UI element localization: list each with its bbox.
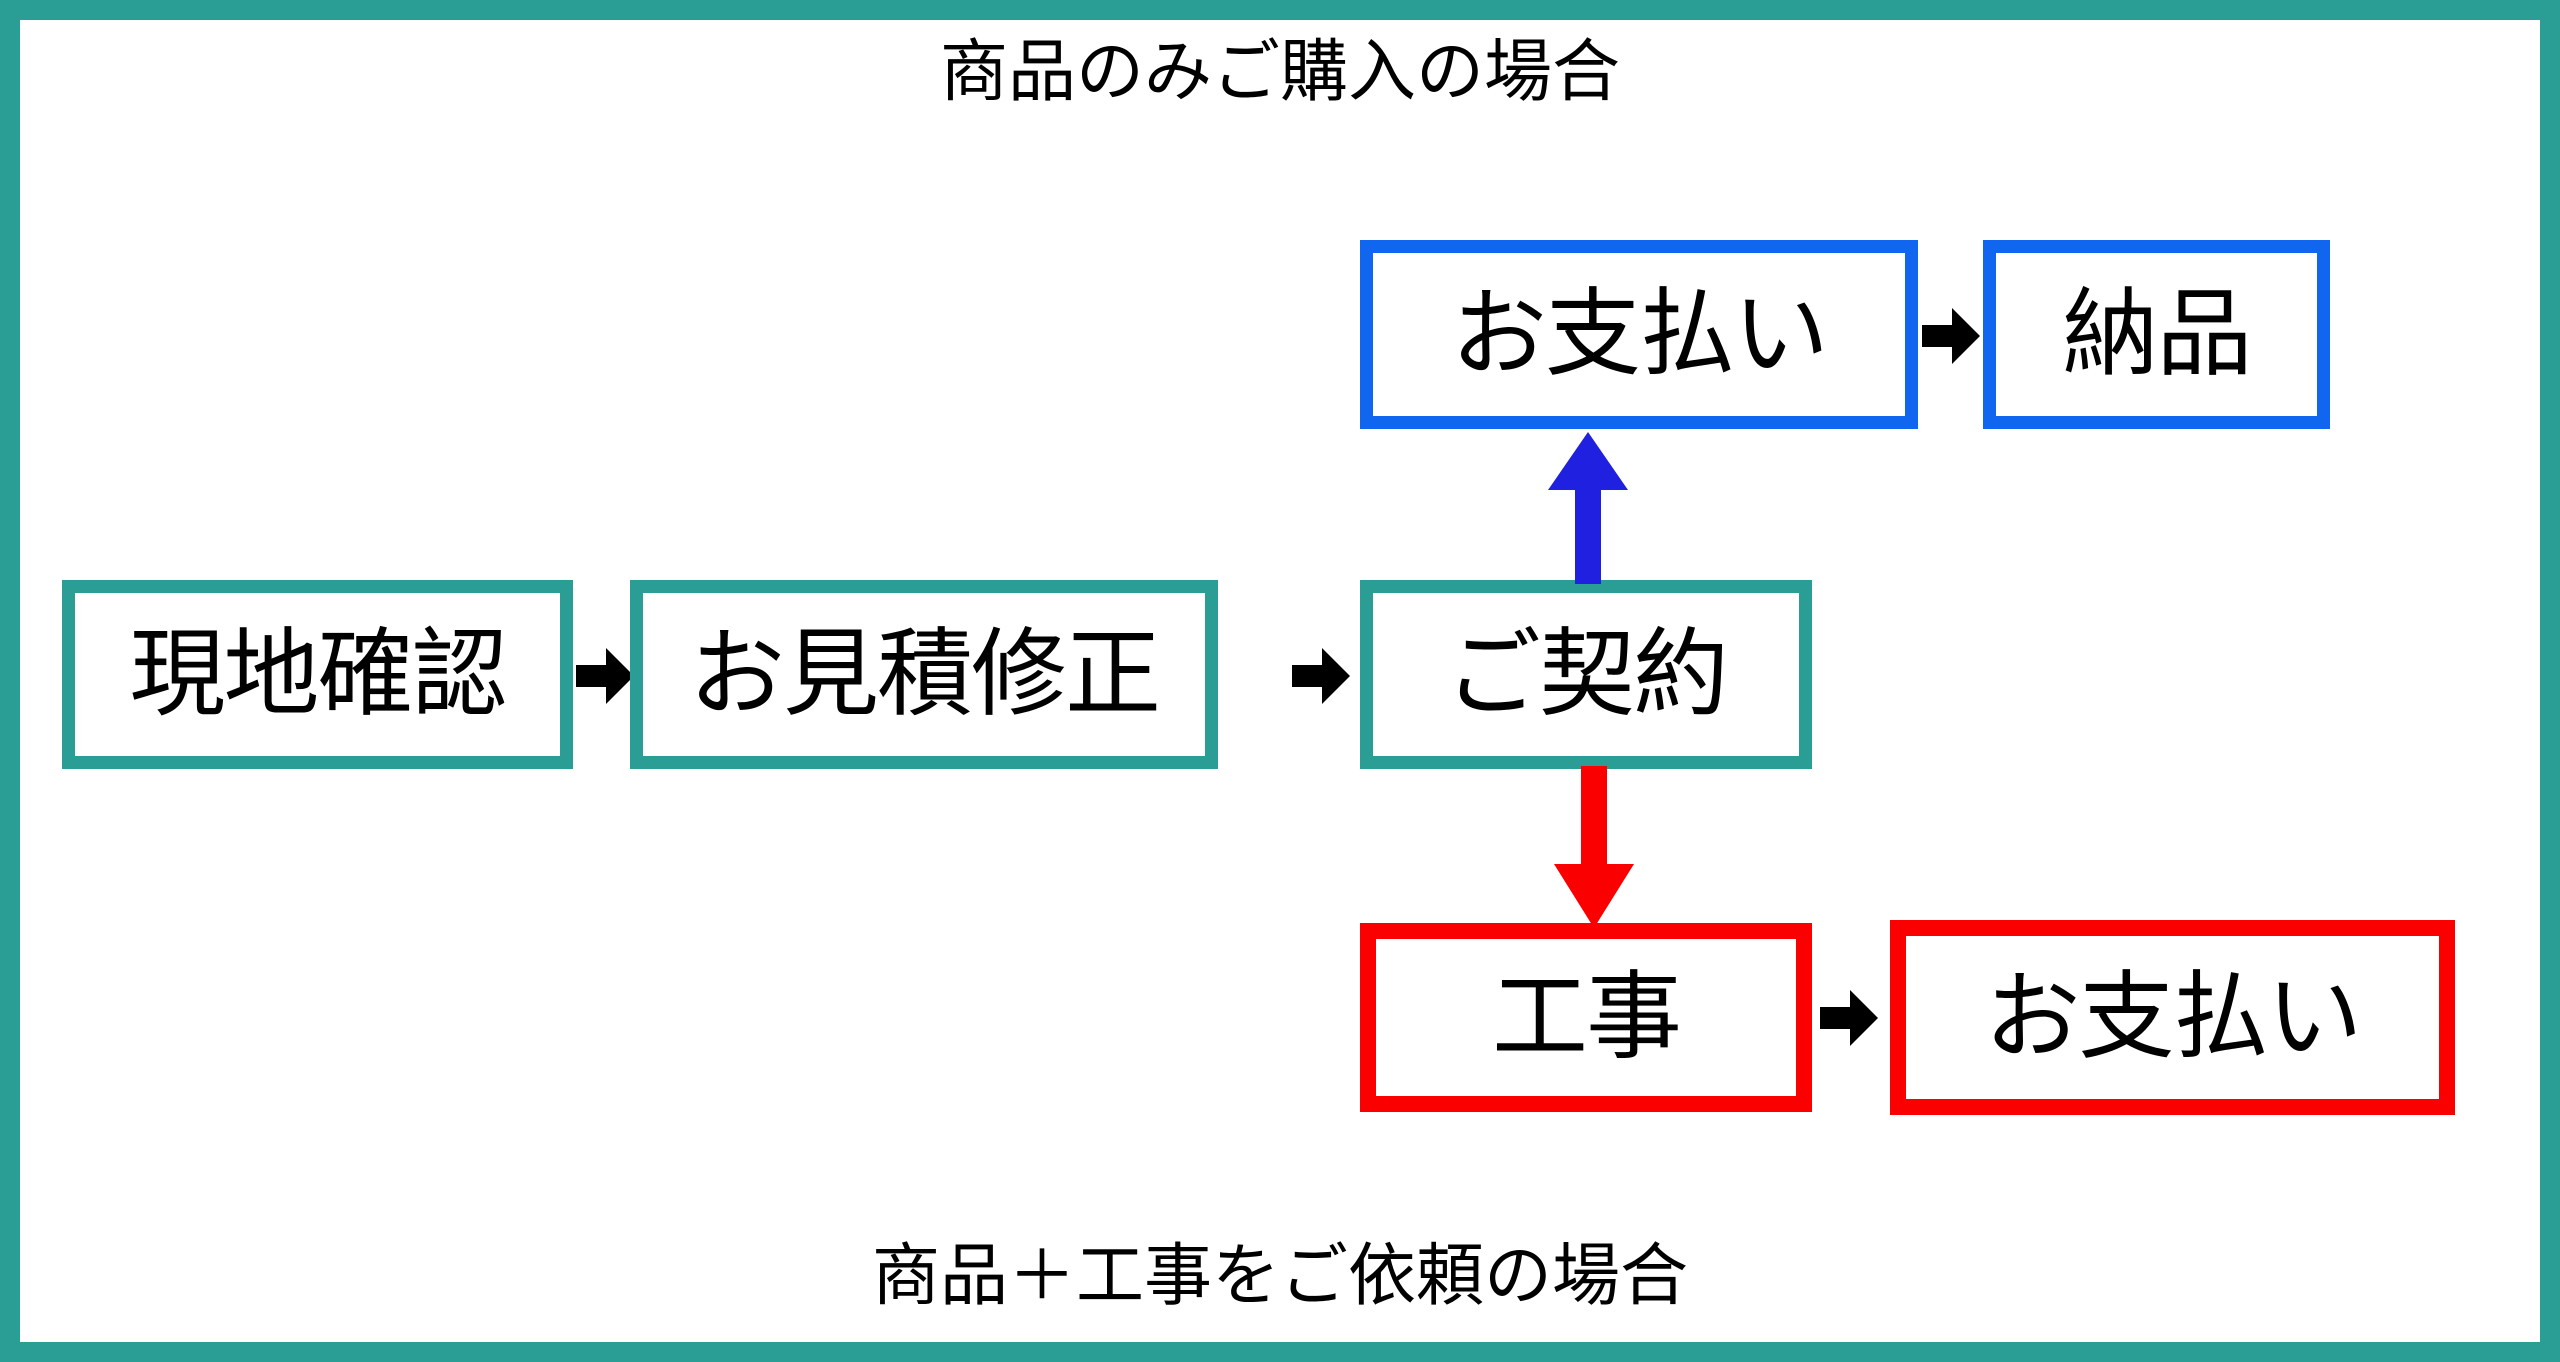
- arrow-right-construction-to-payment: [1820, 987, 1878, 1049]
- node-contract[interactable]: ご契約: [1360, 580, 1812, 769]
- arrow-right-payment-to-delivery: [1922, 305, 1980, 367]
- node-payment-with-construction[interactable]: お支払い: [1890, 920, 2455, 1115]
- node-quote-revision[interactable]: お見積修正: [630, 580, 1218, 769]
- arrow-down-contract-to-construction: [1550, 766, 1638, 928]
- arrow-up-contract-to-payment: [1544, 432, 1632, 584]
- node-construction[interactable]: 工事: [1360, 923, 1812, 1112]
- node-delivery[interactable]: 納品: [1983, 240, 2330, 429]
- arrow-right-survey-to-quote: [576, 645, 634, 707]
- top-caption: 商品のみご購入の場合: [939, 34, 1620, 110]
- bottom-caption: 商品＋工事をご依頼の場合: [871, 1238, 1688, 1314]
- arrow-right-quote-to-contract: [1292, 645, 1350, 707]
- node-payment-product-only[interactable]: お支払い: [1360, 240, 1918, 429]
- node-site-survey[interactable]: 現地確認: [62, 580, 573, 769]
- flowchart-canvas: 商品のみご購入の場合 お支払い 納品 現地確認 お見積修正 ご契約: [20, 20, 2540, 1342]
